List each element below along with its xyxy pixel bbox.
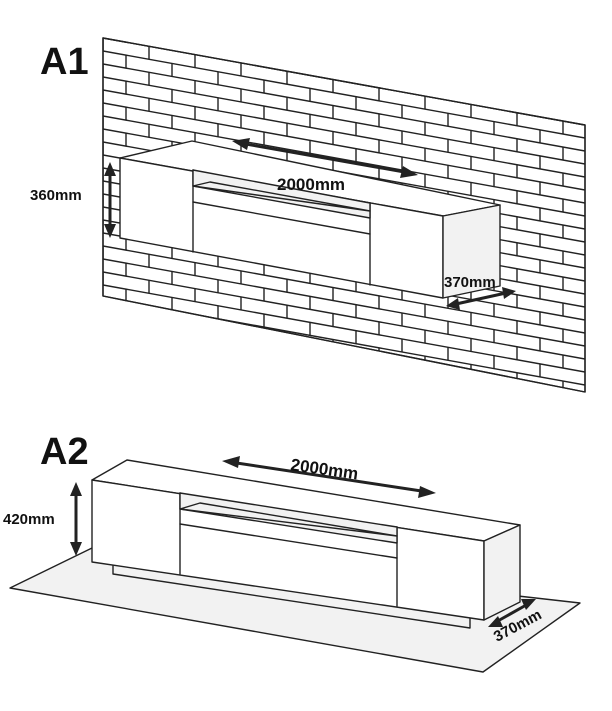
brick-course-line	[103, 375, 585, 392]
floor-cabinet	[91, 459, 521, 629]
a2-width-label: 2000mm	[289, 455, 359, 483]
a1-width-label: 2000mm	[277, 175, 345, 194]
a2-depth-arrow	[495, 602, 529, 624]
wall-cabinet	[119, 140, 501, 299]
a1-depth-arrow	[455, 291, 507, 306]
brick-course-line	[103, 76, 585, 165]
brick-course-line	[103, 284, 585, 373]
a2-width-arrow	[229, 460, 429, 494]
a1-dimensions	[104, 138, 516, 310]
view-label-a2: A2	[40, 431, 89, 473]
view-a1: A1 2000mm 360mm 370mm	[30, 37, 586, 393]
brick-course-line	[103, 63, 585, 152]
brick-course-line	[103, 271, 585, 360]
brick-course-line	[103, 102, 585, 191]
brick-course-line	[103, 50, 585, 139]
brick-course-line	[103, 115, 585, 204]
a2-height-label: 420mm	[3, 511, 55, 528]
a1-width-arrow	[239, 141, 411, 175]
a1-height-label: 360mm	[30, 187, 82, 204]
brick-course-line	[103, 89, 585, 178]
a1-depth-label: 370mm	[444, 274, 496, 291]
view-a2: A2 2000mm 420mm 370mm	[3, 431, 581, 673]
brick-course-line	[103, 245, 585, 334]
brick-course-line	[103, 258, 585, 347]
a2-dimensions	[70, 456, 536, 627]
view-label-a1: A1	[40, 41, 89, 83]
